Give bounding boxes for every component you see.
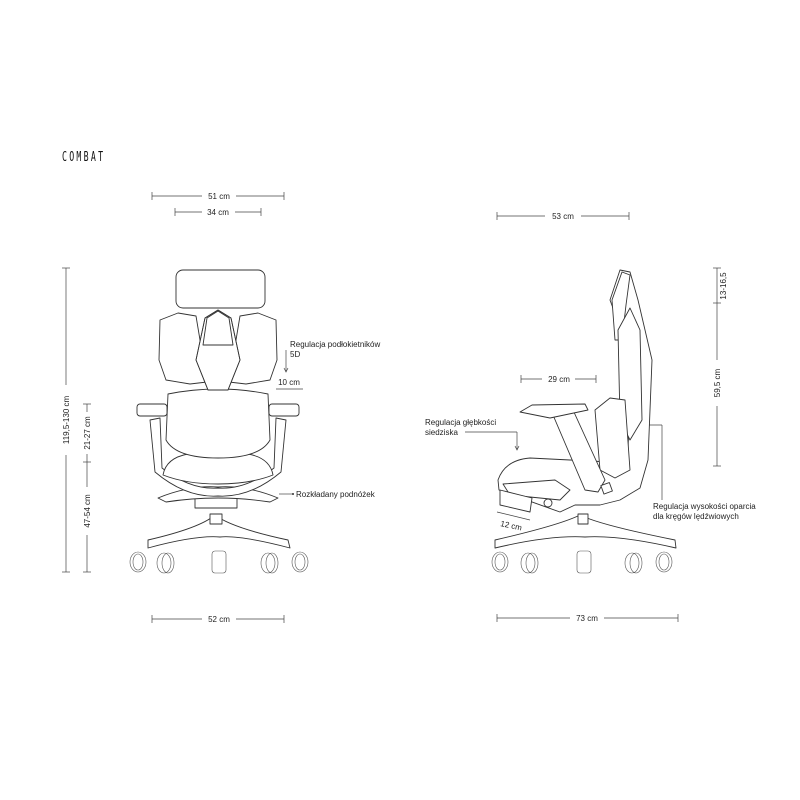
svg-text:5D: 5D — [290, 350, 300, 359]
dim-label: 21-27 cm — [83, 416, 92, 450]
svg-text:10 cm: 10 cm — [278, 378, 300, 387]
annotation-armrest-5d: Regulacja podłokietników 5D 10 cm — [276, 340, 381, 390]
dim-label: 119,5-130 cm — [62, 396, 71, 445]
dim-side-depth-top: 53 cm — [496, 212, 630, 221]
svg-text:29 cm: 29 cm — [548, 375, 570, 384]
dim-front-width-total: 51 cm — [151, 192, 285, 201]
chair-side-view — [491, 269, 677, 574]
dim-front-base-width: 52 cm — [151, 615, 285, 624]
svg-text:53 cm: 53 cm — [552, 212, 574, 221]
dim-front-width-back: 34 cm — [174, 208, 262, 217]
dim-footrest-extension: 12 cm — [496, 511, 531, 533]
svg-text:12 cm: 12 cm — [500, 519, 524, 532]
svg-text:Regulacja podłokietników: Regulacja podłokietników — [290, 340, 381, 349]
svg-text:59,5 cm: 59,5 cm — [713, 368, 722, 397]
product-title: COMBAT — [62, 149, 105, 165]
chair-front-view — [129, 269, 309, 574]
svg-text:Regulacja wysokości oparcia: Regulacja wysokości oparcia — [653, 502, 756, 511]
dim-seat-height: 47-54 cm — [83, 461, 92, 573]
dim-headrest-adjust: 13-16,5 — [713, 267, 728, 304]
svg-text:73 cm: 73 cm — [576, 614, 598, 623]
svg-text:Rozkładany podnóżek: Rozkładany podnóżek — [296, 490, 376, 499]
svg-text:13-16,5: 13-16,5 — [719, 272, 728, 300]
svg-text:dla kręgów lędźwiowych: dla kręgów lędźwiowych — [653, 512, 739, 521]
dim-backrest-height: 59,5 cm — [713, 303, 722, 467]
dim-front-height-total: 119,5-130 cm — [62, 267, 71, 573]
dim-label: 47-54 cm — [83, 494, 92, 528]
annotation-lumbar: Regulacja wysokości oparcia dla kręgów l… — [644, 422, 756, 521]
dim-label: 34 cm — [207, 208, 229, 217]
annotation-footrest: Rozkładany podnóżek — [279, 490, 376, 499]
svg-text:Regulacja głębkości: Regulacja głębkości — [425, 418, 496, 427]
dim-label: 51 cm — [208, 192, 230, 201]
svg-text:52 cm: 52 cm — [208, 615, 230, 624]
svg-text:siedziska: siedziska — [425, 428, 458, 437]
annotation-seat-depth: Regulacja głębkości siedziska — [425, 418, 520, 451]
dim-armrest-depth: 29 cm — [520, 375, 597, 384]
dim-armrest-height: 21-27 cm — [83, 403, 92, 462]
dim-side-base-depth: 73 cm — [496, 614, 679, 623]
